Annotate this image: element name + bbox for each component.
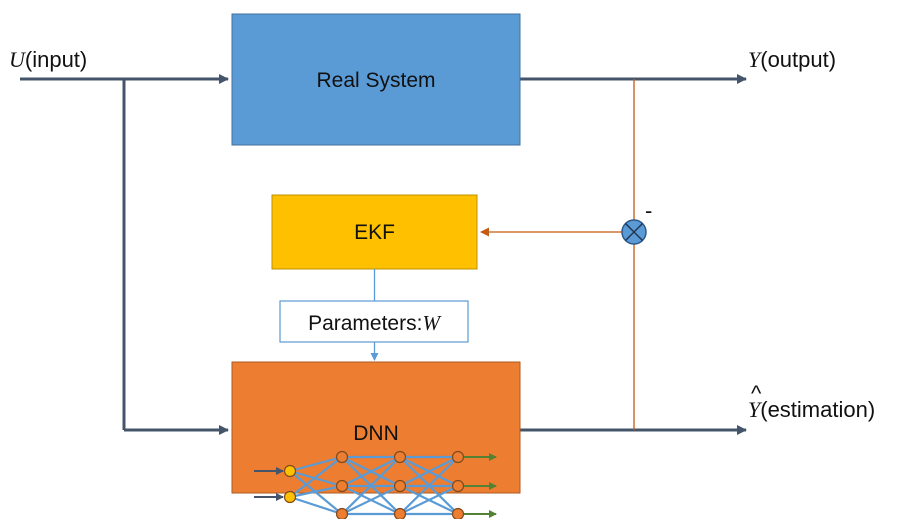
estimation-label: Y(estimation) bbox=[748, 397, 875, 422]
input-signal-lines bbox=[20, 74, 229, 435]
estimation-hat-symbol: ^ bbox=[751, 381, 762, 406]
network-connections bbox=[289, 455, 459, 516]
ekf-label: EKF bbox=[354, 221, 395, 244]
hidden-neuron bbox=[393, 507, 407, 519]
real-system-label: Real System bbox=[316, 69, 435, 92]
output-neuron bbox=[451, 450, 465, 464]
parameters-label: Parameters:W bbox=[308, 311, 442, 335]
input-label: U(input) bbox=[9, 47, 87, 72]
output-neuron bbox=[451, 507, 465, 519]
comparator-symbol bbox=[621, 219, 647, 245]
feedback-lines bbox=[480, 79, 635, 430]
input-neuron bbox=[283, 464, 297, 478]
real-system-block bbox=[231, 13, 521, 146]
network-neurons bbox=[283, 450, 465, 519]
output-label: Y(output) bbox=[748, 47, 836, 72]
hidden-neuron bbox=[335, 507, 349, 519]
dnn-label: DNN bbox=[353, 422, 399, 445]
comparator-minus-sign: - bbox=[645, 198, 652, 223]
output-neuron bbox=[451, 479, 465, 493]
hidden-neuron bbox=[393, 479, 407, 493]
input-neuron bbox=[283, 490, 297, 504]
parameters-box bbox=[279, 300, 469, 343]
hidden-neuron bbox=[335, 450, 349, 464]
ekf-block bbox=[271, 194, 478, 270]
neural-network-icon bbox=[254, 450, 497, 519]
hidden-neuron bbox=[393, 450, 407, 464]
hidden-neuron bbox=[335, 479, 349, 493]
